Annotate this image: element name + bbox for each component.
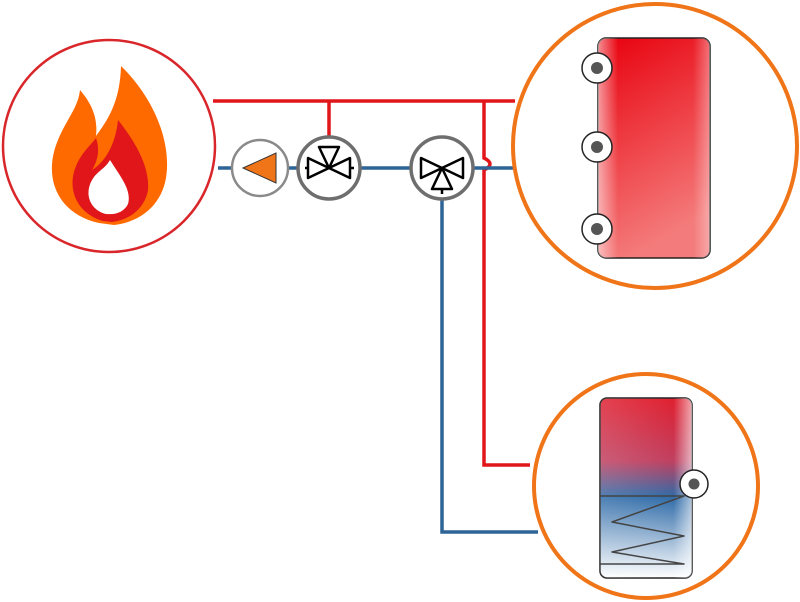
buffer-tank-icon (597, 37, 711, 259)
three-way-valve-1[interactable] (296, 135, 362, 201)
pump[interactable] (230, 138, 290, 198)
hot-water-tank[interactable] (532, 372, 760, 600)
three-way-valve-2[interactable] (409, 135, 475, 201)
heat-source[interactable] (1, 38, 217, 254)
coil-icon (600, 495, 685, 565)
sensor-icon (581, 213, 613, 245)
three-way-valve-icon (419, 156, 465, 194)
supply-pipe-dhw-branch (482, 101, 530, 467)
sensor-icon (679, 469, 709, 499)
pump-icon (241, 152, 277, 184)
buffer-tank[interactable] (511, 2, 799, 290)
three-way-valve-icon (305, 145, 354, 180)
flame-icon (51, 66, 168, 225)
sensor-icon (581, 52, 613, 84)
sensor-icon (581, 131, 613, 163)
return-pipe-dhw-branch (440, 195, 538, 534)
